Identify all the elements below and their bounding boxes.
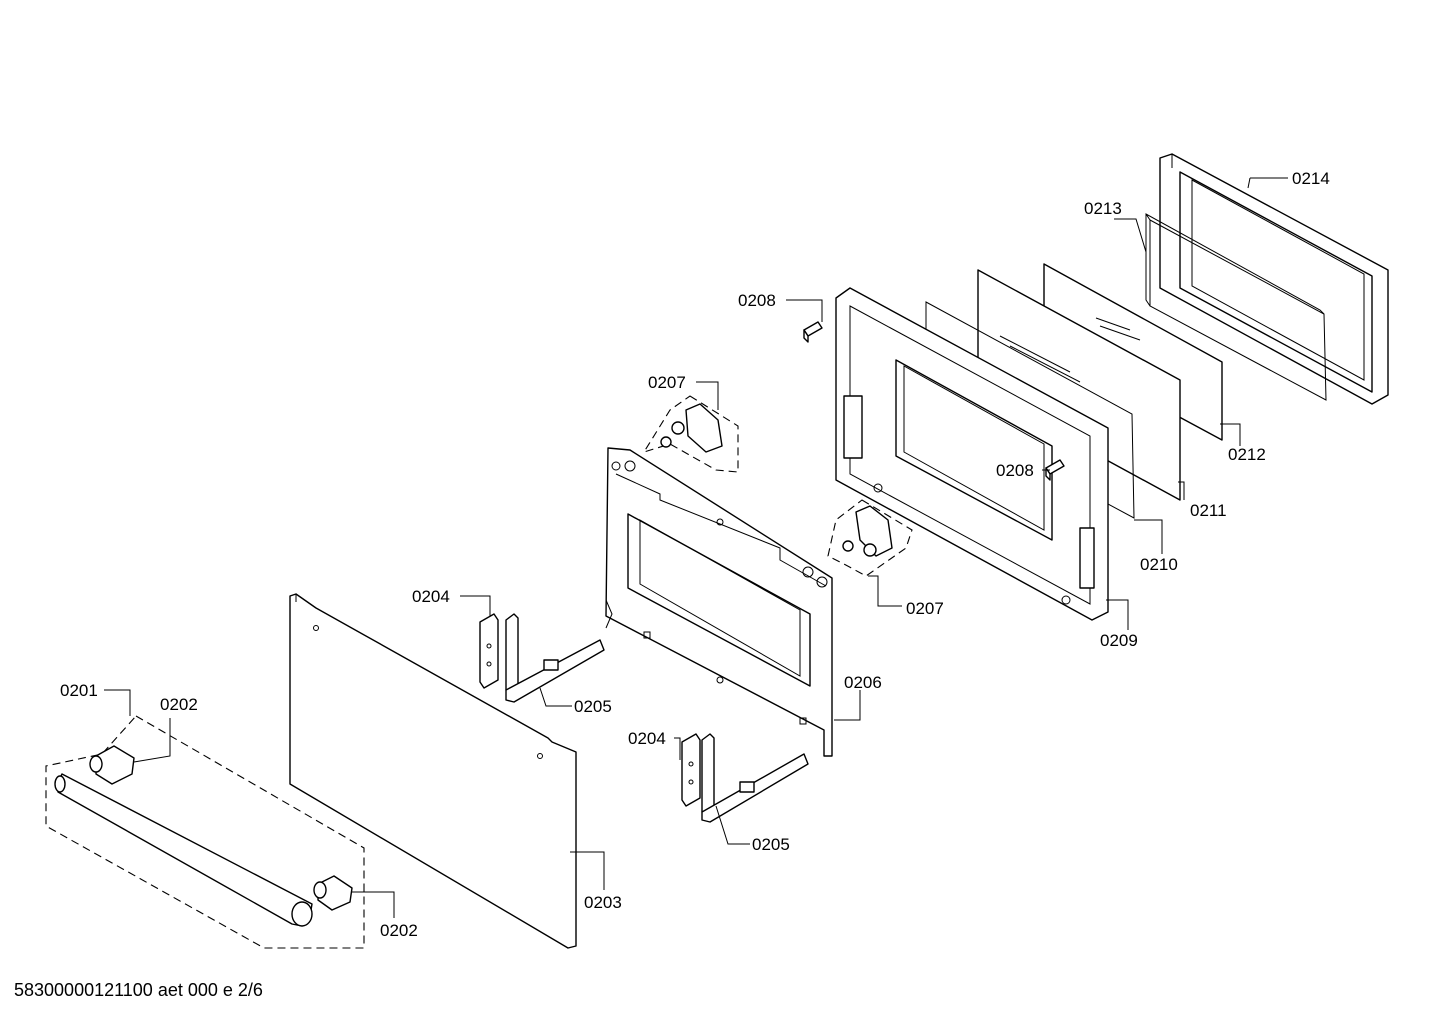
- label-0202-right: 0202: [380, 921, 418, 940]
- part-0201-handle-assembly: [45, 715, 365, 949]
- label-0212: 0212: [1228, 445, 1266, 464]
- label-0205-top: 0205: [574, 697, 612, 716]
- part-0204-bracket-top: [479, 613, 499, 689]
- label-0208-top: 0208: [738, 291, 776, 310]
- part-0207-hinge-cover-top: [642, 395, 739, 473]
- leader-lines: [104, 177, 1288, 918]
- label-0204-top: 0204: [412, 587, 450, 606]
- part-0202-end-cap-left: [89, 745, 135, 785]
- part-0205-hinge-top: [505, 613, 605, 703]
- label-0207-top: 0207: [648, 373, 686, 392]
- part-0204-bracket-bottom: [681, 733, 701, 807]
- label-0205-bottom: 0205: [752, 835, 790, 854]
- label-0202-left: 0202: [160, 695, 198, 714]
- part-0213-gasket: [1145, 213, 1327, 401]
- part-labels: 0214 0213 0208 0207 0208 0212 0211 0210 …: [60, 169, 1330, 940]
- part-0207-hinge-cover-bottom: [827, 499, 913, 577]
- label-0206: 0206: [844, 673, 882, 692]
- part-0203-outer-glass: [289, 593, 577, 949]
- label-0208-mid: 0208: [996, 461, 1034, 480]
- label-0211: 0211: [1190, 501, 1227, 520]
- part-0214-outer-frame: [1159, 153, 1389, 405]
- label-0201: 0201: [60, 681, 98, 700]
- part-0208-clip-top: [803, 321, 823, 343]
- part-0202-end-cap-right: [313, 875, 353, 911]
- label-0210: 0210: [1140, 555, 1178, 574]
- label-0209: 0209: [1100, 631, 1138, 650]
- part-0205-hinge-bottom: [701, 733, 809, 823]
- label-0207-bottom: 0207: [906, 599, 944, 618]
- part-0209-door-frame: [835, 287, 1109, 621]
- part-0206-inner-panel: [605, 447, 833, 757]
- label-0203: 0203: [584, 893, 622, 912]
- label-0204-bottom: 0204: [628, 729, 666, 748]
- document-code-footer: 58300000121100 aet 000 e 2/6: [14, 980, 263, 1000]
- part-0208-clip-mid: [1045, 459, 1065, 481]
- label-0213: 0213: [1084, 199, 1122, 218]
- label-0214: 0214: [1292, 169, 1330, 188]
